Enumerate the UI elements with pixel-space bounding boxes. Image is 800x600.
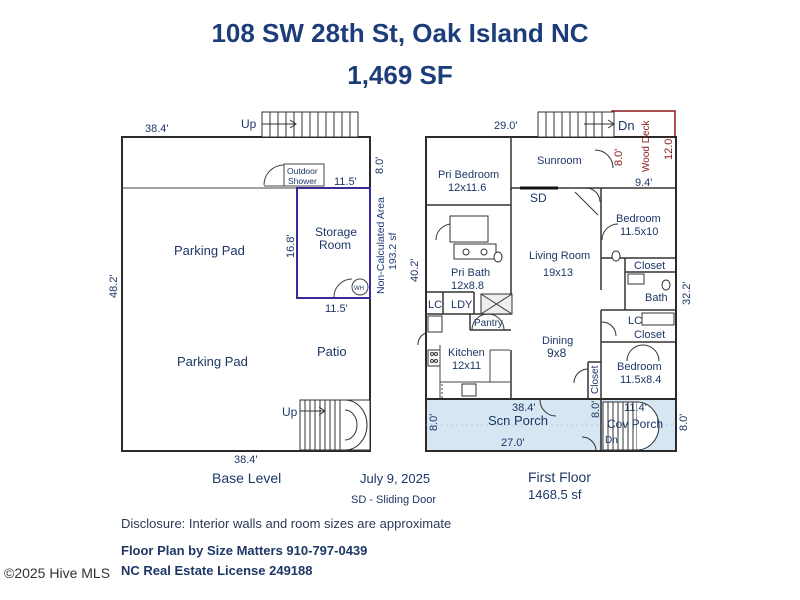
- first-right-dim: 32.2': [681, 281, 693, 305]
- cov-right-dim: 8.0': [678, 414, 690, 431]
- laundry-label: LDY: [451, 299, 473, 311]
- storage-room-outline: [296, 187, 371, 299]
- base-top-dim: 38.4': [145, 123, 169, 135]
- covered-porch-label: Cov Porch: [607, 417, 663, 431]
- square-footage-title: 1,469 SF: [347, 60, 453, 90]
- water-heater-label: WH: [354, 286, 364, 292]
- non-calculated-sf-label: 193.2 sf: [387, 233, 399, 270]
- first-floor-sf: 1468.5 sf: [528, 487, 582, 502]
- watermark: ©2025 Hive MLS: [4, 565, 111, 581]
- outdoor-shower-box: [283, 163, 325, 187]
- pantry-label: Pantry: [474, 318, 503, 329]
- storage-room-label: Room: [319, 238, 351, 252]
- kitchen-size: 12x11: [452, 360, 481, 372]
- porch-mid-dim: 8.0': [590, 401, 602, 418]
- pri-bath-label: Pri Bath: [451, 267, 490, 279]
- living-room-size: 19x13: [543, 267, 573, 279]
- bedroom-size: 11.5x8.4: [620, 374, 661, 386]
- linen-closet-label: LC: [628, 315, 642, 327]
- parking-pad-label: Parking Pad: [174, 243, 245, 258]
- non-calculated-area-label: Non-Calculated Area: [375, 197, 387, 294]
- interior-walls: [426, 137, 676, 399]
- cov-top-dim: 11.4': [624, 402, 647, 414]
- outdoor-shower-label: Outdoor: [287, 166, 318, 176]
- storage-top-dim: 11.5': [334, 176, 357, 188]
- porch-bottom-dim: 27.0': [501, 437, 525, 449]
- stairs-up-label: Up: [241, 117, 257, 131]
- closet-label: Closet: [590, 365, 601, 394]
- sliding-door-legend: SD - Sliding Door: [351, 494, 436, 506]
- base-level-caption: Base Level: [212, 470, 282, 486]
- storage-right-dim: 8.0': [374, 157, 386, 174]
- living-room-label: Living Room: [529, 250, 590, 262]
- bedroom-label: Bedroom: [617, 361, 662, 373]
- outdoor-shower-label: Shower: [288, 176, 317, 186]
- closet-label: Closet: [634, 329, 665, 341]
- deck-width-dim: 9.4': [635, 177, 652, 189]
- stairs-down-label: Dn: [618, 118, 635, 133]
- storage-bottom-dim: 11.5': [325, 303, 348, 315]
- storage-left-dim: 16.8': [285, 234, 297, 258]
- first-floor-top-stairs: [537, 111, 615, 138]
- base-bottom-dim: 38.4': [234, 454, 258, 466]
- room-labels: Parking Pad Parking Pad Storage Room Out…: [174, 117, 668, 446]
- first-floor-plan: [417, 110, 677, 452]
- sunroom-label: Sunroom: [537, 155, 582, 167]
- screened-porch-label: Scn Porch: [488, 413, 548, 428]
- deck-side-dim: 8.0': [613, 149, 625, 166]
- deck-height-dim: 12.0': [663, 136, 675, 160]
- patio-label: Patio: [317, 344, 347, 359]
- storage-room-label: Storage: [315, 225, 357, 239]
- wood-deck-label: Wood Deck: [641, 119, 652, 172]
- page-title: 108 SW 28th St, Oak Island NC: [211, 18, 589, 48]
- base-top-stairs: [261, 111, 359, 138]
- parking-pad-label: Parking Pad: [177, 354, 248, 369]
- pri-bedroom-label: Pri Bedroom: [438, 169, 499, 181]
- base-left-dim: 48.2': [108, 274, 120, 298]
- bath-label: Bath: [645, 292, 668, 304]
- bedroom-size: 11.5x10: [620, 226, 658, 238]
- base-bottom-stairs: [299, 399, 371, 451]
- dining-size: 9x8: [547, 346, 567, 360]
- sliding-door-label: SD: [530, 191, 547, 205]
- porch-left-dim: 8.0': [428, 414, 440, 431]
- first-top-dim: 29.0': [494, 120, 518, 132]
- linen-closet-label: LC: [428, 299, 442, 311]
- closet-label: Closet: [634, 260, 665, 272]
- credit-line: Floor Plan by Size Matters 910-797-0439: [121, 543, 368, 558]
- license-line: NC Real Estate License 249188: [121, 563, 313, 578]
- kitchen-label: Kitchen: [448, 347, 485, 359]
- first-floor-caption: First Floor: [528, 469, 591, 485]
- bedroom-label: Bedroom: [616, 213, 661, 225]
- plan-date: July 9, 2025: [360, 471, 431, 486]
- base-level-plan: [121, 111, 371, 452]
- first-floor-bottom-stairs: [602, 401, 660, 451]
- water-heater-icon: [351, 278, 369, 296]
- dining-label: Dining: [542, 335, 573, 347]
- stairs-up-label: Up: [282, 405, 298, 419]
- pri-bedroom-size: 12x11.6: [448, 182, 486, 194]
- pri-bath-size: 12x8.8: [451, 280, 484, 292]
- disclosure-text: Disclosure: Interior walls and room size…: [121, 516, 452, 531]
- first-left-dim: 40.2': [409, 258, 421, 282]
- porch-top-dim: 38.4': [512, 402, 536, 414]
- kitchen-counters: [439, 345, 510, 398]
- stairs-down-label: Dn: [605, 435, 618, 446]
- dimension-labels: 38.4' 38.4' 48.2' 8.0' 11.5' 11.5' 16.8'…: [108, 120, 693, 466]
